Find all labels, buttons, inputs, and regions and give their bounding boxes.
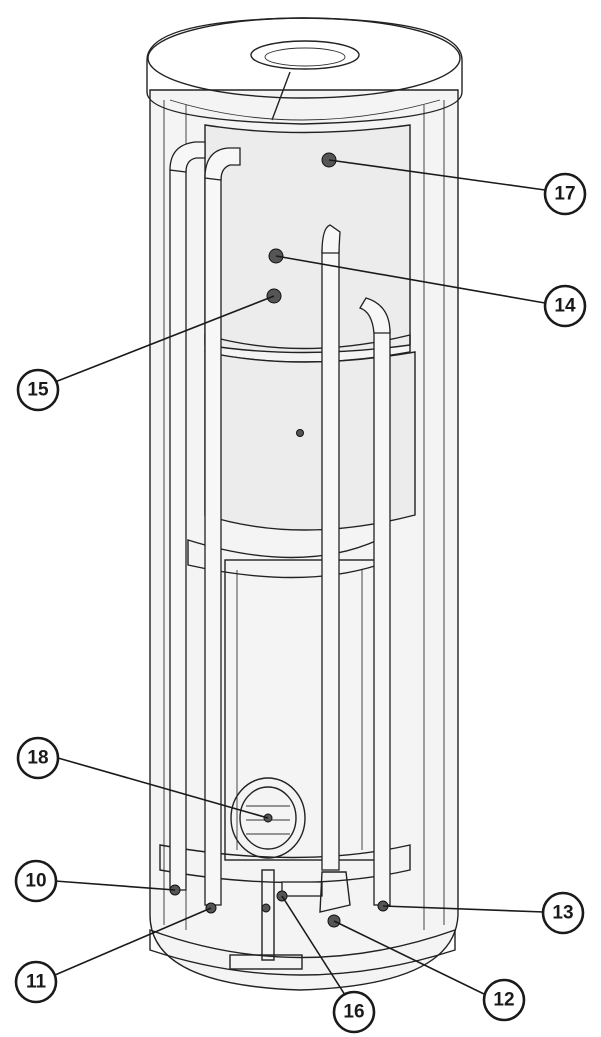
callout-17: 17 xyxy=(543,172,587,216)
upper-tank xyxy=(204,124,411,363)
callout-15: 15 xyxy=(16,368,60,412)
callout-label: 10 xyxy=(25,871,46,892)
callout-label: 12 xyxy=(493,990,514,1011)
callout-10: 10 xyxy=(14,859,58,903)
callout-18: 18 xyxy=(16,736,60,780)
callout-16: 16 xyxy=(332,990,376,1034)
callout-label: 13 xyxy=(552,903,573,924)
callout-label: 16 xyxy=(343,1002,364,1023)
callout-label: 17 xyxy=(554,184,575,205)
top-lid xyxy=(146,17,463,125)
pipes xyxy=(169,141,391,906)
callout-12: 12 xyxy=(482,978,526,1022)
leader-lines xyxy=(54,159,546,996)
callout-13: 13 xyxy=(541,891,585,935)
inspection-flange xyxy=(230,777,306,859)
callout-label: 18 xyxy=(27,748,48,769)
callout-label: 15 xyxy=(27,380,49,401)
callout-label: 11 xyxy=(26,972,47,993)
callout-11: 11 xyxy=(14,960,58,1004)
callout-label: 14 xyxy=(554,296,576,317)
callout-14: 14 xyxy=(543,284,587,328)
